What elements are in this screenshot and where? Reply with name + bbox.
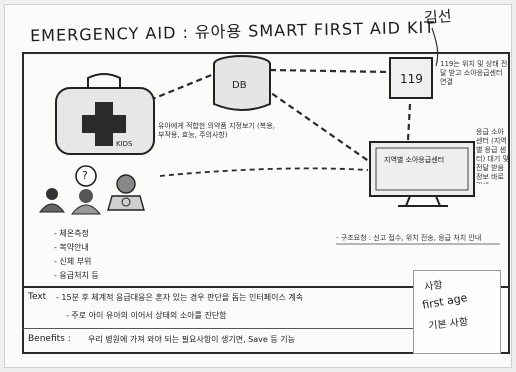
emergency-119-box — [389, 57, 433, 99]
sticky-note: 사항 first age 기본 사항 — [413, 270, 501, 354]
emergency-119-label: 119 — [400, 72, 423, 86]
signature-arrow — [431, 27, 439, 67]
center-note: 응급 소아센터 (지역별 응급 센터) 대기 및 전달 받음 정보 바로 검색 — [476, 128, 509, 184]
sticky-line-1: 사항 — [423, 279, 444, 294]
list-item: - 신체 부위 — [54, 257, 92, 266]
person-figure-left — [38, 188, 66, 213]
diagram-frame — [22, 52, 510, 354]
connector-db-119 — [269, 68, 391, 74]
person-figure-right — [70, 189, 102, 215]
emergency-note: 119는 위치 및 상태 전달 받고 소아응급센터 연결 — [440, 60, 508, 86]
list-item: - 응급처치 등 — [54, 271, 99, 280]
db-label: DB — [232, 80, 247, 91]
question-mark: ? — [82, 169, 88, 182]
sticky-line-3: 기본 사항 — [427, 316, 469, 333]
list-item: - 복약안내 — [54, 243, 89, 252]
kit-label: KIDS — [116, 140, 133, 148]
connector-phone-center — [159, 167, 369, 177]
kit-note: 유아에게 적합한 의약품 지정보기 (복용, 부작용, 효능, 주의사항) — [158, 122, 275, 139]
monitor-icon — [369, 141, 475, 207]
benefits-divider — [23, 328, 413, 329]
connector-kit-db — [149, 72, 215, 102]
text-section-line-1: - 15분 후 체계적 응급대응은 혼자 있는 경우 판단을 돕는 인터페이스 … — [56, 293, 304, 302]
connector-db-center — [263, 87, 371, 163]
database-icon — [213, 55, 271, 111]
section-divider — [23, 286, 509, 288]
benefits-label: Benefits : — [28, 334, 71, 344]
flow-note: - 구조요청 : 신고 접수, 위치 전송, 응급 처치 안내 — [336, 234, 482, 242]
text-section-line-2: - 주로 아이 유아의 이어서 상태의 소아를 진단함 — [66, 311, 227, 320]
sticky-line-2: first age — [421, 291, 469, 312]
text-section-label: Text — [28, 292, 47, 302]
benefits-line: 우리 병원에 가져 와야 되는 필요사항이 생기면, Save 등 기능 — [88, 335, 295, 344]
question-bubble-icon — [75, 165, 97, 187]
list-item: - 체온측정 — [54, 229, 89, 238]
center-label: 지역별 소아응급센터 — [384, 156, 445, 164]
first-aid-kit-icon — [55, 73, 155, 155]
connector-119-center — [406, 103, 412, 141]
telephone-icon — [107, 174, 145, 211]
